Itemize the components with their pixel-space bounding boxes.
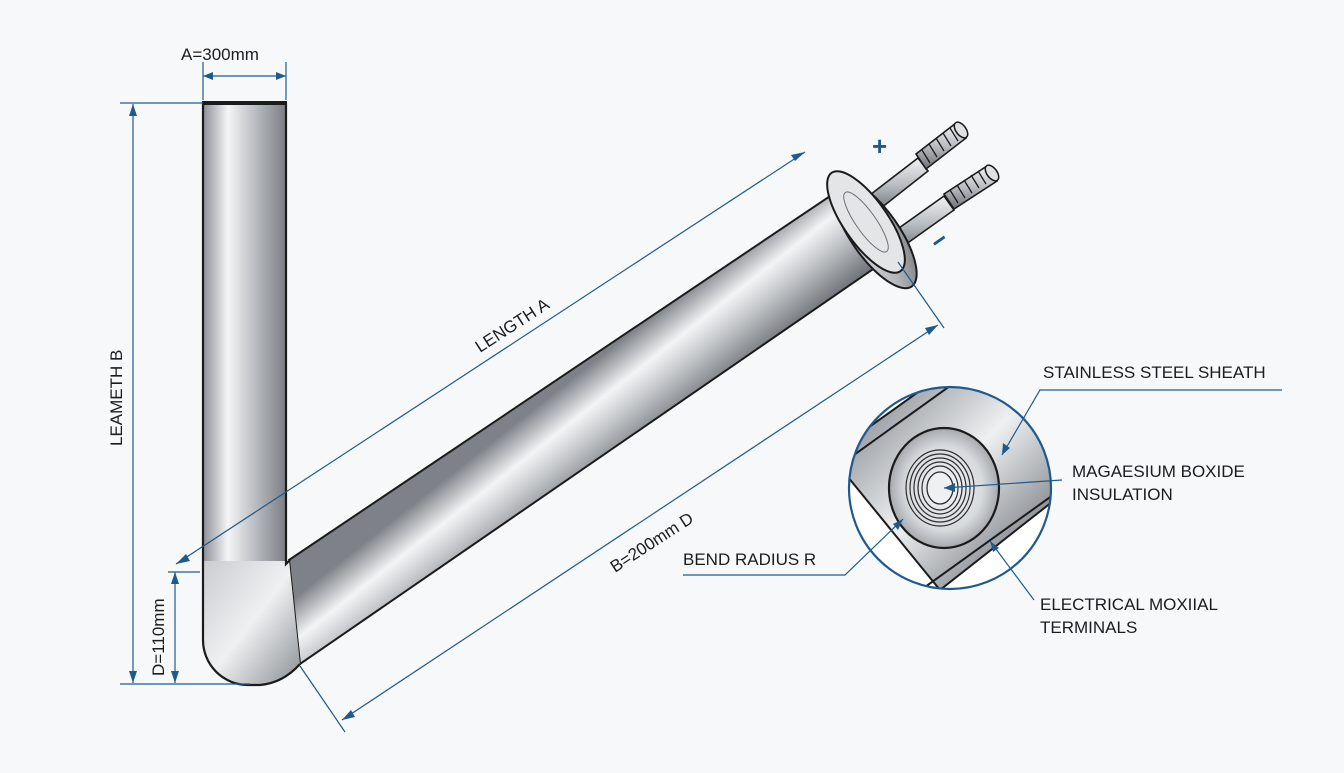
insulation-label-line2: INSULATION: [1072, 485, 1173, 504]
terminals-label-line2: TERMINALS: [1040, 618, 1137, 637]
terminal-positive: [864, 121, 969, 214]
plus-sign: +: [872, 131, 887, 161]
sheath-label: STAINLESS STEEL SHEATH: [1043, 363, 1266, 382]
dim-d-label: D=110mm: [149, 598, 168, 676]
bend-radius-label: BEND RADIUS R: [683, 550, 816, 569]
leameth-b-label: LEAMETH B: [107, 350, 126, 446]
terminals-label-line1: ELECTRICAL MOXIIAL: [1040, 595, 1218, 614]
minus-sign: −: [924, 224, 954, 257]
tube-diagonal: [287, 182, 897, 666]
terminal-flange: [826, 170, 918, 290]
cross-section-detail: [847, 385, 1053, 591]
tube-vertical: [203, 103, 286, 561]
dim-a-label: A=300mm: [181, 45, 259, 64]
heating-tube: [201, 101, 897, 687]
dimension-lines: [120, 62, 945, 733]
insulation-rings: [905, 449, 975, 527]
tube-bend: [203, 560, 300, 685]
insulation-label-line1: MAGAESIUM BOXIDE: [1072, 462, 1245, 481]
leader-lines: [683, 389, 1282, 601]
